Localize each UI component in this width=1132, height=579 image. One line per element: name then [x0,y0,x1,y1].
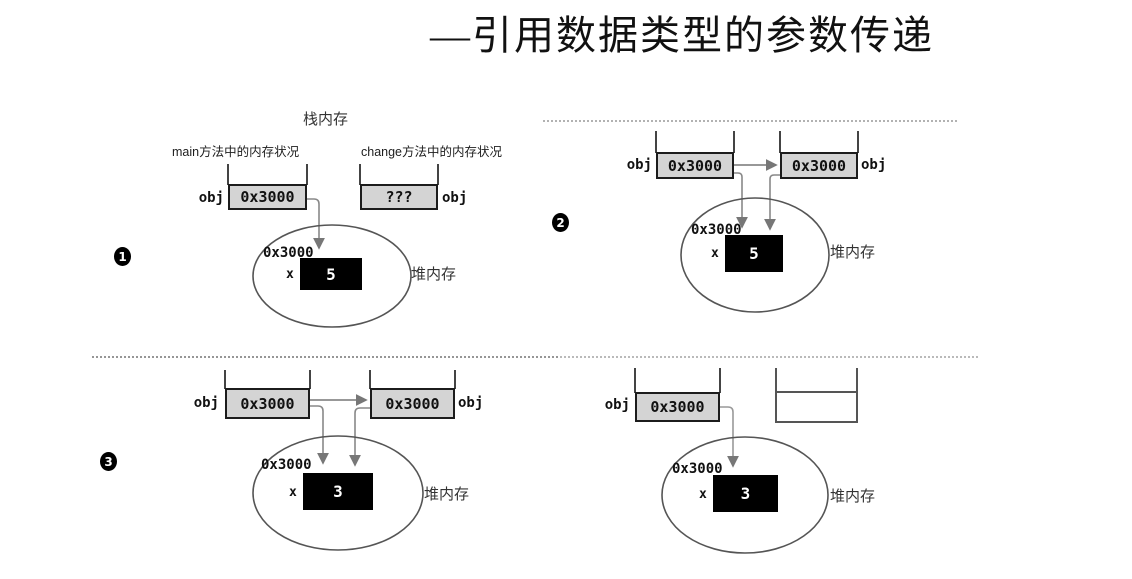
panel4-heap-ellipse [661,436,829,554]
panel3-change-reference-arrow [349,407,370,467]
panel4-stack-frame-walls [634,368,721,393]
panel3-main-obj-label: obj [193,395,219,411]
panel1-stack-frame-walls [227,164,439,185]
panel4-empty-frame [775,368,858,423]
panel4-heap-address-label: 0x3000 [672,461,723,477]
panel1-heap-ellipse [252,224,412,328]
panel4-main-reference-arrow [720,406,739,468]
panel2-heap-address-label: 0x3000 [691,222,742,238]
panel1-main-method-label: main方法中的内存状况 [172,145,300,159]
panel2-heap-value-box: 5 [725,235,783,272]
panel1-change-obj-label: obj [442,190,468,206]
panel3-main-ref-box: 0x3000 [225,388,310,419]
panel3-change-ref-box: 0x3000 [370,388,455,419]
panel3-step-badge: 3 [100,452,117,471]
panel1-step-badge: 1 [114,247,131,266]
panel2-main-ref-box: 0x3000 [656,152,734,179]
panel2-main-obj-label: obj [626,157,652,173]
panel2-change-obj-label: obj [861,157,887,173]
panel3-heap-address-label: 0x3000 [261,457,312,473]
panel4-heap-value-box: 3 [713,475,778,512]
panel1-x-label: x [286,267,294,282]
panel3-main-reference-arrow [310,405,329,465]
panel1-reference-arrow [307,198,325,250]
panel2-main-reference-arrow [734,172,748,229]
panel1-heap-memory-label: 堆内存 [411,266,457,283]
panel1-main-obj-label: obj [198,190,224,206]
panel4-heap-memory-label: 堆内存 [830,488,876,505]
panel3-stack-frame-walls [224,370,456,389]
panel2-change-reference-arrow [764,174,780,231]
panel1-heap-address-label: 0x3000 [263,245,314,261]
panel3-heap-value-box: 3 [303,473,373,510]
panel3-change-obj-label: obj [458,395,484,411]
panel1-change-method-label: change方法中的内存状况 [361,145,503,159]
page-title: —引用数据类型的参数传递 [430,13,934,58]
panel1-change-ref-box: ??? [360,184,438,210]
panel2-change-ref-box: 0x3000 [780,152,858,179]
panel3-heap-memory-label: 堆内存 [424,486,470,503]
panel1-stack-memory-label: 栈内存 [303,111,349,128]
panel1-heap-value-box: 5 [300,258,362,290]
panel2-stack-frame-walls [655,131,859,153]
panel3-x-label: x [289,485,297,500]
panel4-main-obj-label: obj [604,397,630,413]
panel2-step-badge: 2 [552,213,569,232]
panel3-heap-ellipse [252,435,424,551]
panel4-main-ref-box: 0x3000 [635,392,720,422]
panel4-x-label: x [699,487,707,502]
panel1-main-ref-box: 0x3000 [228,184,307,210]
panel2-heap-ellipse [680,197,830,313]
panel2-x-label: x [711,246,719,261]
panel2-heap-memory-label: 堆内存 [830,244,876,261]
